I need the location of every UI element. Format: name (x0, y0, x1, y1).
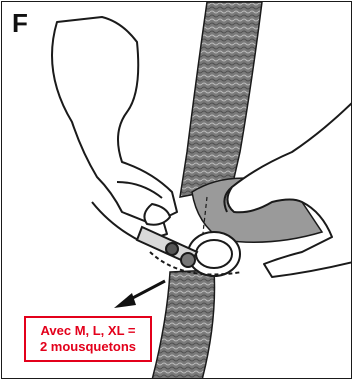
illustration-frame: F Avec M, L, XL = 2 mousquetons (1, 1, 352, 379)
strap-bottom (152, 270, 215, 379)
callout-line-2: 2 mousquetons (40, 339, 136, 355)
callout-line-1: Avec M, L, XL = (40, 323, 135, 339)
left-hand (52, 17, 177, 242)
strap-top (180, 2, 262, 197)
direction-arrow (114, 281, 165, 308)
carabiner-note-callout: Avec M, L, XL = 2 mousquetons (24, 316, 152, 362)
carabiner (137, 227, 242, 276)
panel-letter: F (12, 8, 28, 39)
